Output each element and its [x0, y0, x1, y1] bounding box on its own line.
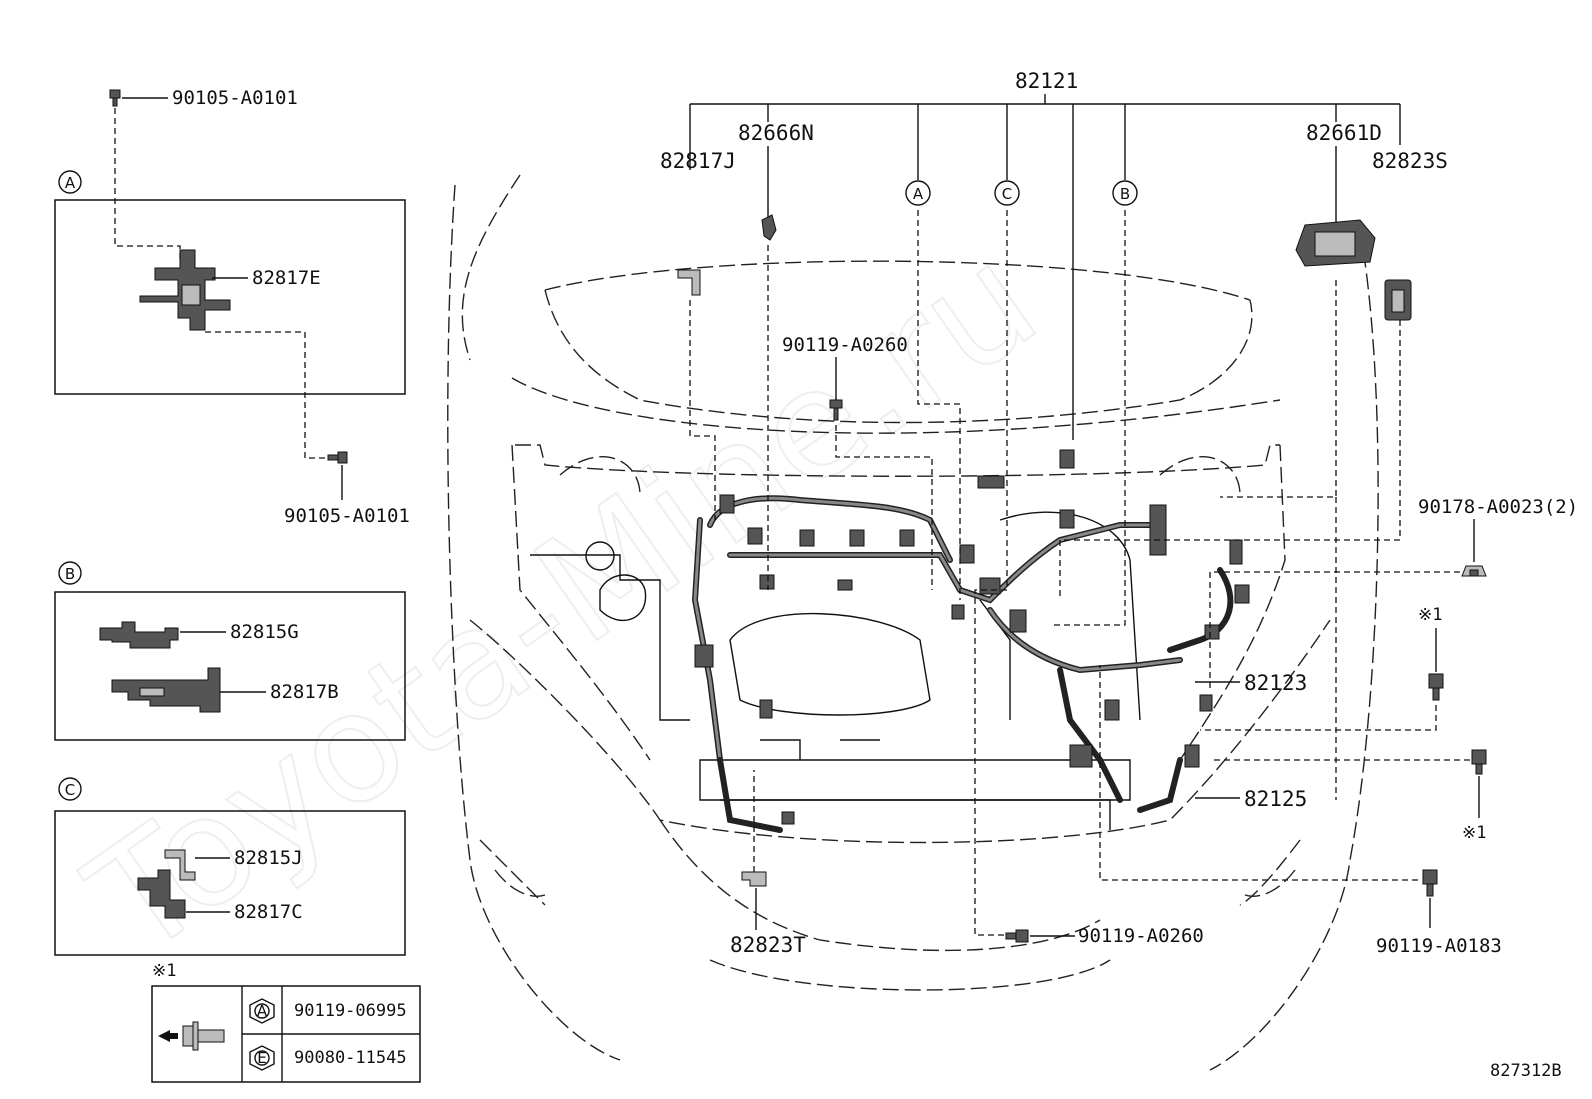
bolt-90119-a0183-icon: [1422, 869, 1438, 897]
bolt-90119-a0260-bottom-icon: [1005, 929, 1029, 943]
callout-a-text: A: [913, 185, 924, 203]
inset-c-box: [54, 810, 406, 956]
bracket-82817c-icon: [137, 869, 186, 919]
label-82661d: 82661D: [1306, 121, 1382, 145]
label-90105-a0101-top: 90105-A0101: [172, 87, 298, 109]
bracket-82815g-icon: [99, 621, 179, 649]
label-82817b: 82817B: [270, 681, 339, 703]
label-82817c: 82817C: [234, 901, 303, 923]
inset-a-box: [54, 199, 406, 395]
inset-a-tag: A: [65, 174, 76, 192]
diagram-code: 827312B: [1490, 1061, 1562, 1081]
label-82823s: 82823S: [1372, 149, 1448, 173]
label-90119-a0260-bottom: 90119-A0260: [1078, 925, 1204, 947]
clip-82823s-icon: [1384, 279, 1412, 321]
mark-x1-lower: ※1: [1462, 823, 1486, 843]
label-90119-a0260-top: 90119-A0260: [782, 334, 908, 356]
callout-b-text: B: [1120, 185, 1130, 203]
callout-c-text: C: [1002, 185, 1012, 203]
clip-82817j-icon: [677, 269, 701, 296]
legend-mark: ※1: [152, 961, 176, 981]
label-82121: 82121: [1015, 69, 1078, 93]
legend-part-e: 90080-11545: [294, 1048, 407, 1068]
label-82815g: 82815G: [230, 621, 299, 643]
bolt-x1-lower-icon: [1471, 749, 1487, 775]
label-90178-a0023: 90178-A0023(2): [1418, 496, 1578, 518]
label-82815j: 82815J: [234, 847, 303, 869]
bolt-arrow-icon: [158, 1021, 225, 1051]
legend-row-e: E 90080-11545: [249, 1045, 407, 1071]
label-82666n: 82666N: [738, 121, 814, 145]
legend-symbol-e: E: [257, 1049, 266, 1067]
bolt-90105-bottom-icon: [327, 451, 348, 464]
bracket-82817b-icon: [111, 667, 221, 713]
label-82123: 82123: [1244, 671, 1307, 695]
inset-b-tag: B: [65, 565, 75, 583]
nut-90178-icon: [1461, 565, 1487, 577]
bracket-82815j-icon: [164, 849, 196, 881]
callout-a: [905, 180, 931, 206]
car-body-outline: [447, 174, 1379, 1071]
inset-b-box: [54, 591, 406, 741]
bracket-82817e-icon: [139, 249, 231, 331]
legend-row-a: A 90119-06995: [249, 998, 407, 1024]
relay-box-82661d-icon: [1295, 219, 1376, 267]
engine-harness: [691, 449, 1250, 833]
callout-c: [994, 180, 1020, 206]
label-90119-a0183: 90119-A0183: [1376, 935, 1502, 957]
legend-symbol-a: A: [257, 1002, 268, 1020]
callout-b: [1112, 180, 1138, 206]
inset-c-tag: C: [65, 781, 75, 799]
label-90105-a0101-bottom: 90105-A0101: [284, 505, 410, 527]
clip-82823t-icon: [741, 871, 767, 887]
bolt-90119-a0260-top-icon: [829, 399, 843, 421]
legend-part-a: 90119-06995: [294, 1001, 407, 1021]
watermark: Toyota-Mine.ru: [60, 212, 1067, 990]
bolt-x1-upper-icon: [1428, 673, 1444, 701]
label-82125: 82125: [1244, 787, 1307, 811]
label-82823t: 82823T: [730, 933, 806, 957]
label-82817j: 82817J: [660, 149, 736, 173]
bolt-90105-top-icon: [109, 89, 121, 107]
mark-x1-upper: ※1: [1418, 605, 1442, 625]
label-82817e: 82817E: [252, 267, 321, 289]
clip-82666n-icon: [761, 214, 777, 241]
